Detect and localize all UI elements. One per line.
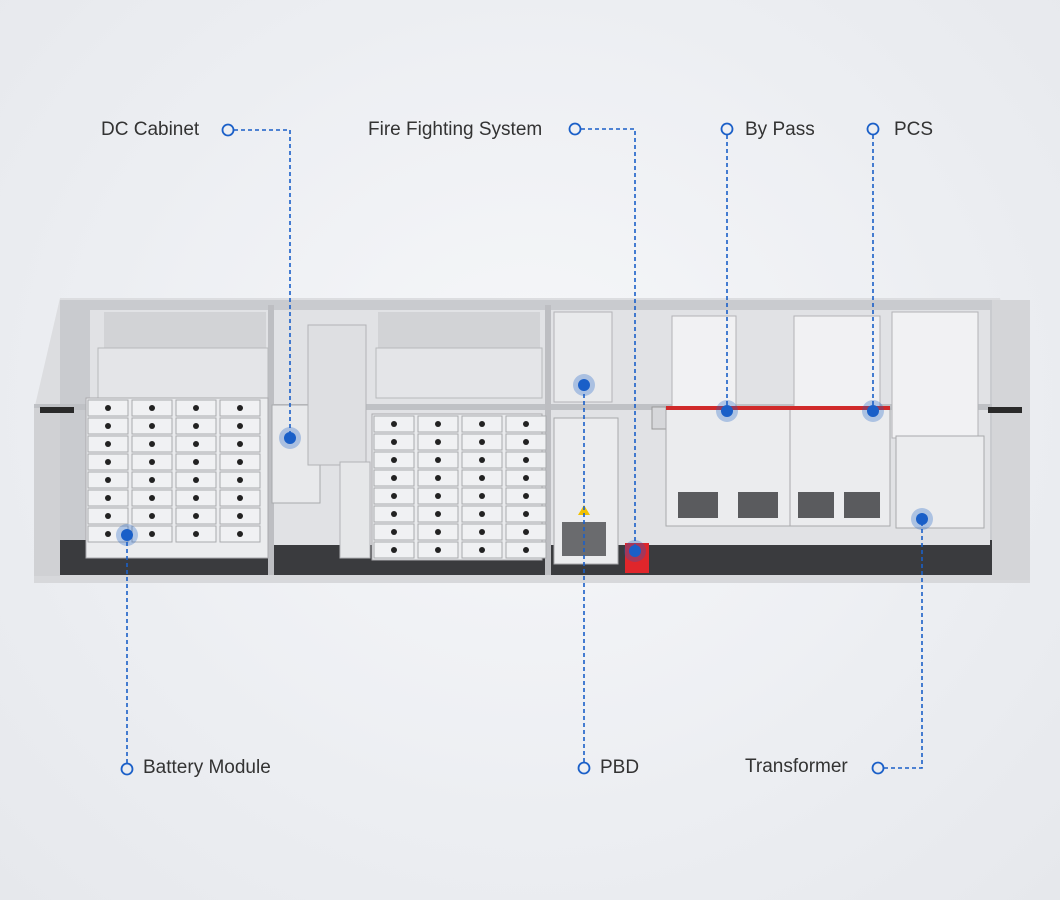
module-connector — [193, 531, 199, 537]
module-connector — [523, 457, 529, 463]
module-connector — [523, 547, 529, 553]
module-connector — [435, 439, 441, 445]
hotspot-pbd — [573, 374, 595, 396]
bypass-top — [671, 315, 737, 411]
module-connector — [435, 547, 441, 553]
module-connector — [479, 475, 485, 481]
module-connector — [479, 421, 485, 427]
module-connector — [237, 513, 243, 519]
module-connector — [435, 529, 441, 535]
rear-cabinet — [307, 324, 367, 466]
module-connector — [479, 439, 485, 445]
module-connector — [149, 513, 155, 519]
module-connector — [105, 405, 111, 411]
module-connector — [479, 547, 485, 553]
module-connector — [105, 495, 111, 501]
hotspot-fire-fighting — [624, 540, 646, 562]
module-connector — [479, 511, 485, 517]
module-connector — [105, 513, 111, 519]
hotspot-by-pass — [716, 400, 738, 422]
module-connector — [237, 405, 243, 411]
label-anchors — [120, 122, 885, 776]
hotspots[interactable] — [116, 374, 933, 562]
module-connector — [237, 531, 243, 537]
hotspot-transformer — [911, 508, 933, 530]
module-connector — [105, 459, 111, 465]
module-connector — [193, 423, 199, 429]
module-connector — [391, 493, 397, 499]
module-connector — [523, 493, 529, 499]
module-connector — [149, 495, 155, 501]
module-connector — [523, 511, 529, 517]
transformer-top — [891, 311, 979, 439]
leader-lines — [126, 128, 923, 769]
pcs-top — [793, 315, 881, 411]
label-pcs: PCS — [894, 119, 934, 140]
module-connector — [237, 423, 243, 429]
label-battery-module: Battery Module — [143, 757, 271, 778]
module-connector — [237, 459, 243, 465]
module-connector — [435, 493, 441, 499]
module-connector — [193, 441, 199, 447]
module-connector — [479, 529, 485, 535]
module-connector — [435, 457, 441, 463]
module-connector — [193, 459, 199, 465]
transformer-cabinet — [895, 435, 985, 529]
module-connector — [193, 405, 199, 411]
module-connector — [193, 477, 199, 483]
side-cabinet — [339, 461, 371, 559]
module-connector — [391, 439, 397, 445]
module-connector — [523, 439, 529, 445]
module-connector — [149, 459, 155, 465]
module-connector — [523, 475, 529, 481]
module-connector — [435, 421, 441, 427]
module-connector — [391, 475, 397, 481]
module-connector — [237, 477, 243, 483]
hotspot-dc-cabinet — [279, 427, 301, 449]
module-connector — [391, 529, 397, 535]
module-connector — [523, 529, 529, 535]
module-connector — [435, 475, 441, 481]
label-by-pass: By Pass — [745, 119, 815, 140]
module-connector — [105, 441, 111, 447]
module-connector — [149, 405, 155, 411]
module-connector — [237, 441, 243, 447]
module-connector — [105, 477, 111, 483]
module-connector — [193, 495, 199, 501]
module-connector — [391, 511, 397, 517]
label-dc-cabinet: DC Cabinet — [101, 119, 200, 140]
module-connector — [193, 513, 199, 519]
module-connector — [105, 423, 111, 429]
module-connector — [479, 457, 485, 463]
module-connector — [149, 531, 155, 537]
module-connector — [105, 531, 111, 537]
label-transformer: Transformer — [745, 756, 848, 777]
battery-module-grid — [87, 399, 547, 559]
module-connector — [435, 511, 441, 517]
module-connector — [149, 423, 155, 429]
label-fire-fighting-system: Fire Fighting System — [368, 119, 543, 140]
module-connector — [391, 547, 397, 553]
module-connector — [391, 457, 397, 463]
label-pbd: PBD — [600, 757, 640, 778]
module-connector — [391, 421, 397, 427]
module-connector — [523, 421, 529, 427]
module-connector — [149, 441, 155, 447]
module-connector — [149, 477, 155, 483]
module-connector — [237, 495, 243, 501]
module-connector — [479, 493, 485, 499]
hotspot-battery-module — [116, 524, 138, 546]
hotspot-pcs — [862, 400, 884, 422]
